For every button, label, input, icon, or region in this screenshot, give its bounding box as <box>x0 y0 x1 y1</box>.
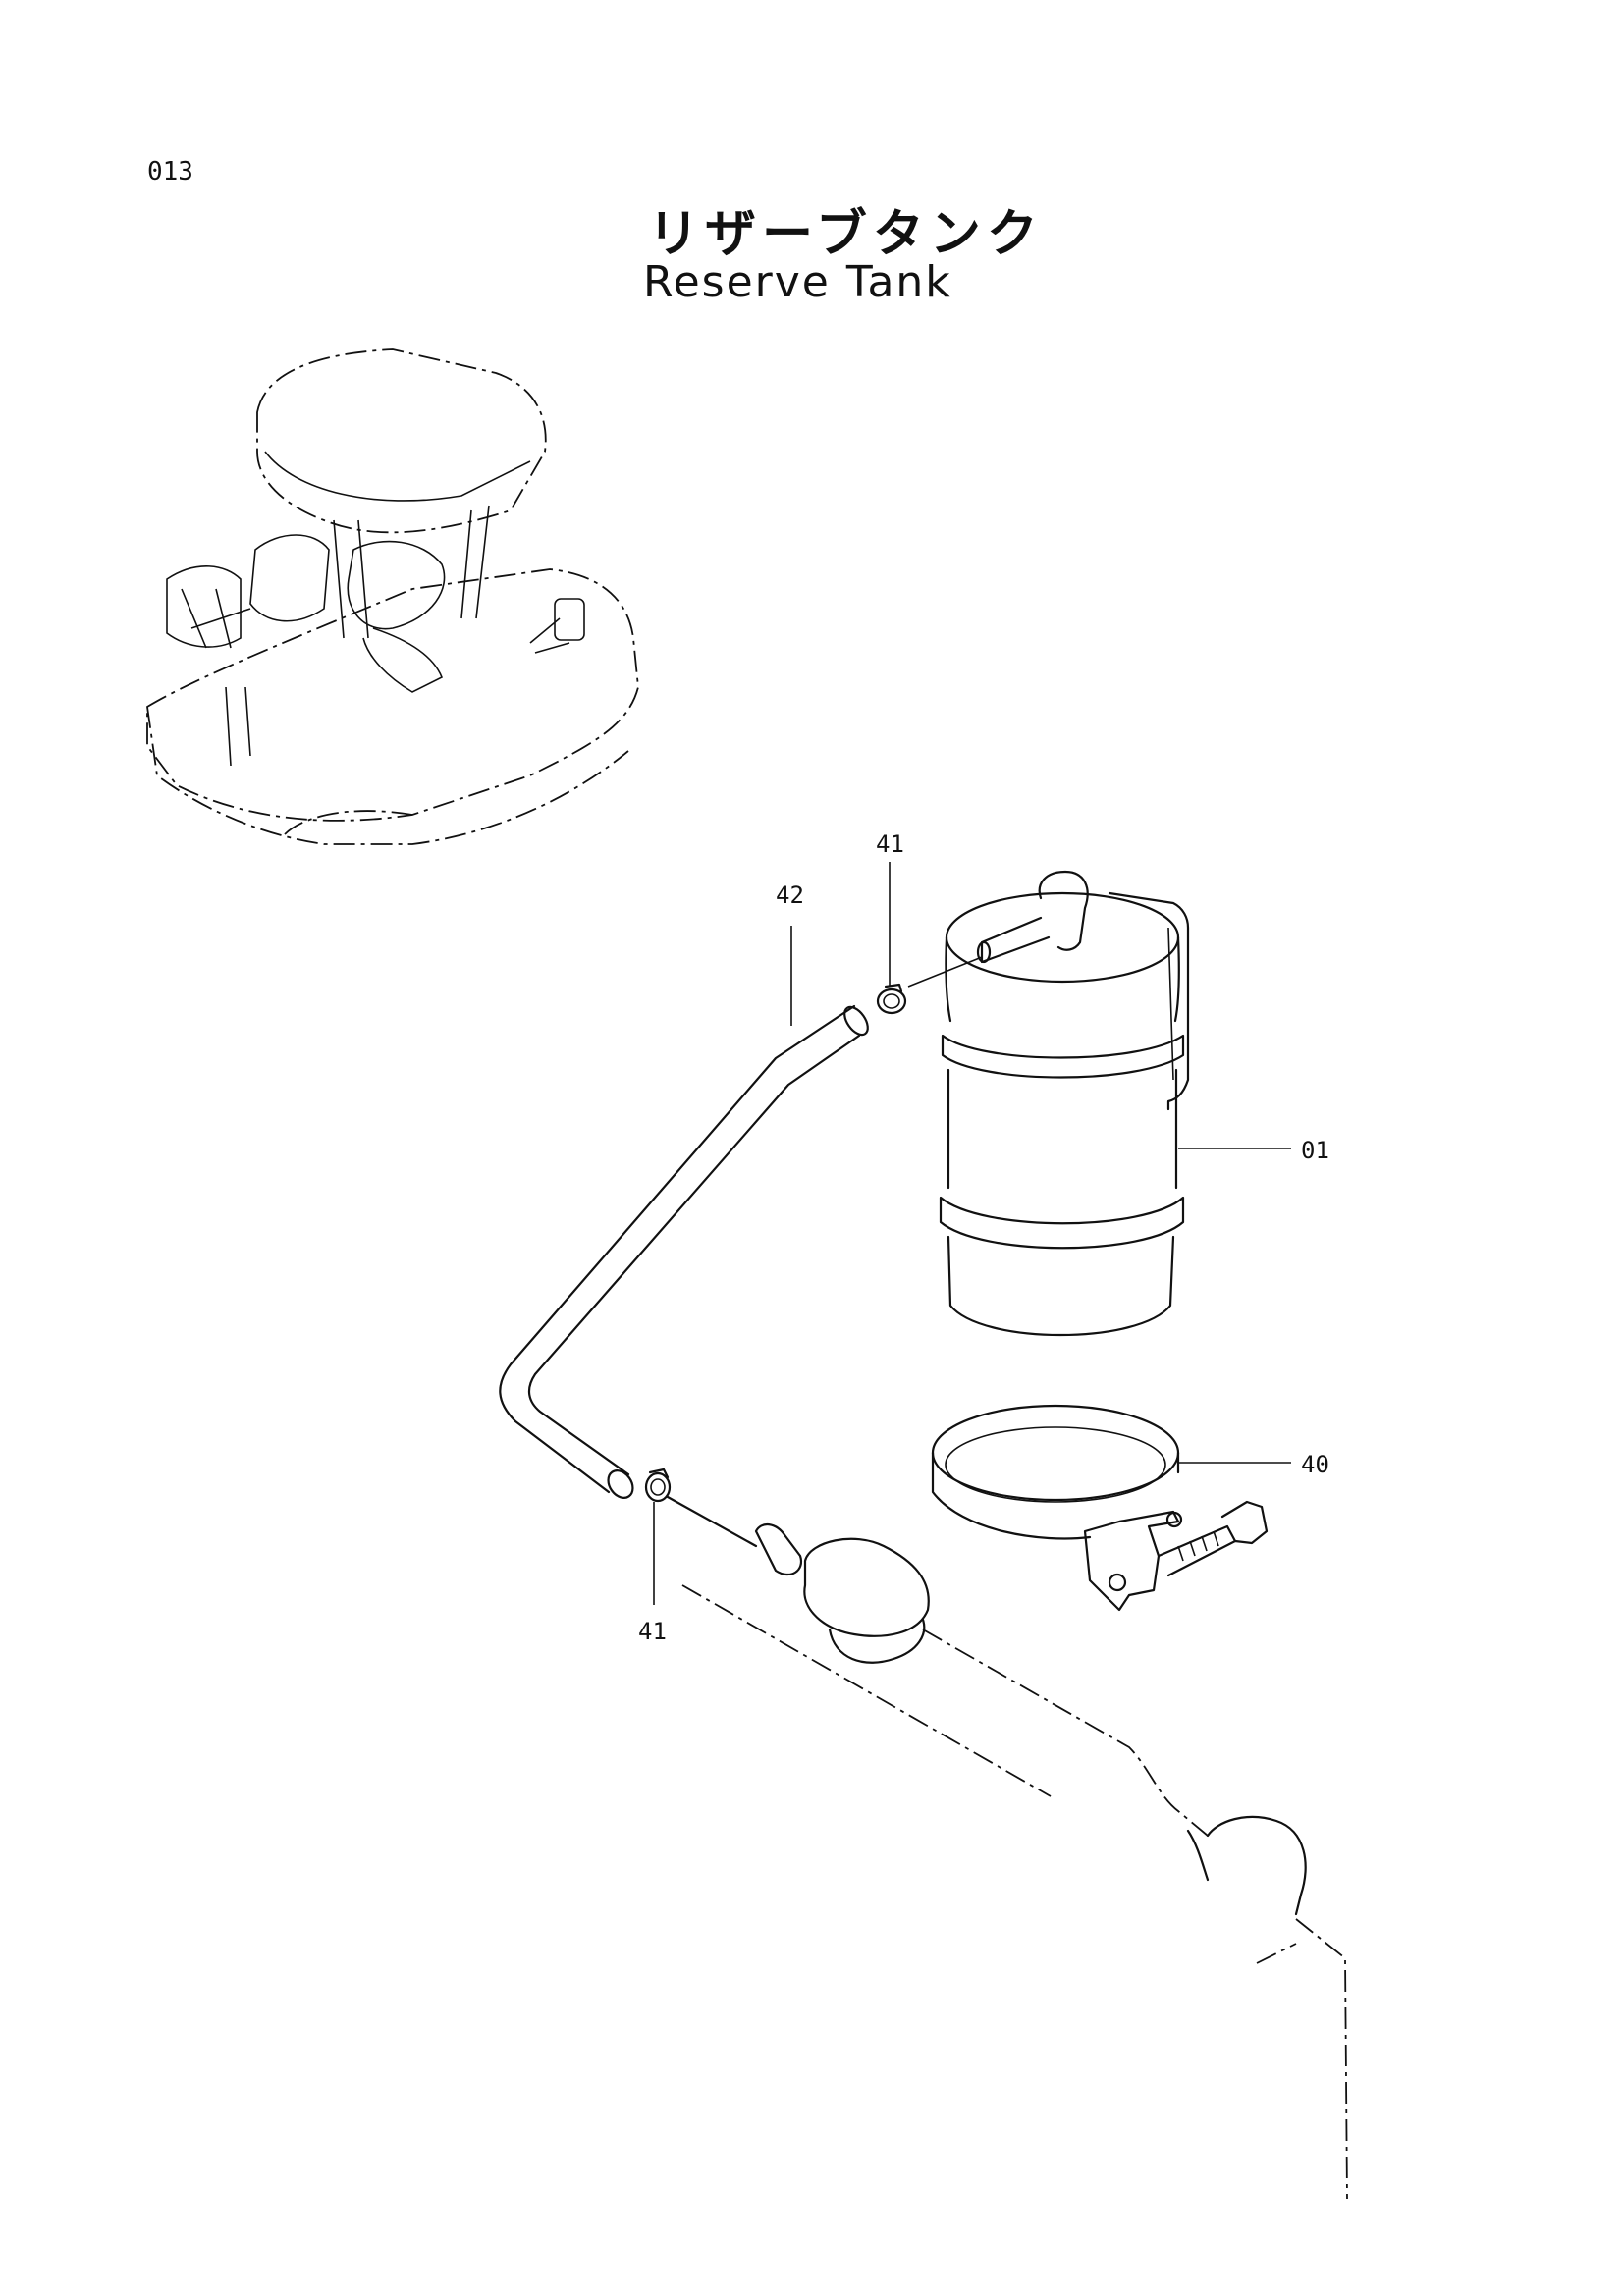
hose-part-42 <box>499 1004 869 1499</box>
leader-lines <box>653 862 1291 1605</box>
hose-clamp-part-41-lower <box>644 1468 672 1503</box>
band-clamp-part-40 <box>931 1404 1269 1612</box>
callout-41-lower: 41 <box>638 1618 667 1645</box>
callout-41-upper: 41 <box>876 830 904 858</box>
radiator-filler-cap <box>666 1495 1348 2200</box>
callout-01: 01 <box>1301 1137 1329 1164</box>
page-title-japanese: リザーブタンク <box>648 205 1044 264</box>
reserve-tank-part-01 <box>907 870 1190 1336</box>
callout-40: 40 <box>1301 1451 1329 1478</box>
callout-42: 42 <box>776 881 804 909</box>
hose-clamp-part-41-upper <box>876 983 907 1015</box>
machine-overview-illustration <box>146 348 639 845</box>
page-number: 013 <box>147 157 193 187</box>
page-title-english: Reserve Tank <box>643 257 952 307</box>
